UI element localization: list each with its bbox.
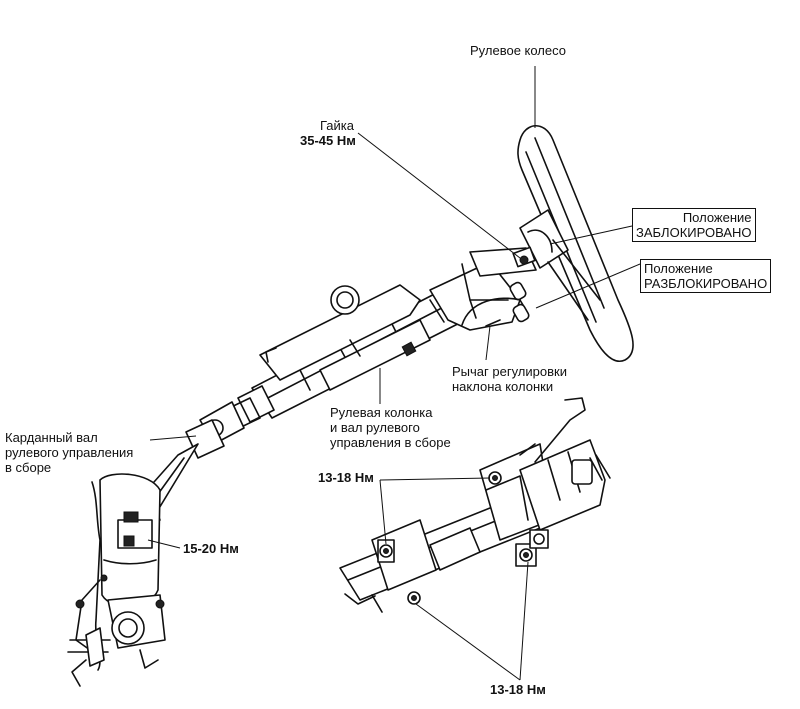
cardan-shaft-line1: Карданный вал: [5, 430, 98, 445]
tilt-lever-line1: Рычаг регулировки: [452, 364, 567, 379]
steering-gear-drawing: [67, 473, 166, 687]
steering-column-line2: и вал рулевого: [330, 420, 420, 435]
tilt-lever-line2: наклона колонки: [452, 379, 554, 394]
locked-position-box: Положение ЗАБЛОКИРОВАНО: [632, 208, 756, 242]
locked-position-line1: Положение: [682, 210, 752, 225]
nut-torque-label: 35-45 Нм: [300, 133, 356, 148]
steering-wheel-drawing: [517, 124, 634, 363]
unlocked-position-box: Положение РАЗБЛОКИРОВАНО: [640, 259, 772, 293]
steering-column-drawing: [224, 246, 537, 431]
leader-lines: [147, 66, 641, 681]
steering-column-line3: управления в сборе: [330, 435, 451, 450]
tilt-lever-label: Рычаг регулировки наклона колонки: [452, 364, 567, 394]
torque-joint-label: 15-20 Нм: [183, 541, 239, 556]
torque-bottom-label: 13-18 Нм: [490, 682, 546, 697]
unlocked-position-line2: РАЗБЛОКИРОВАНО: [644, 276, 768, 291]
cardan-shaft-line3: в сборе: [5, 460, 52, 475]
column-detail-drawing: [339, 397, 611, 613]
steering-column-line1: Рулевая колонка: [330, 405, 433, 420]
torque-top-label: 13-18 Нм: [318, 470, 374, 485]
unlocked-position-line1: Положение: [644, 261, 713, 276]
steering-wheel-label: Рулевое колесо: [470, 43, 567, 58]
nut-label: Гайка: [320, 118, 355, 133]
steering-column-label: Рулевая колонка и вал рулевого управлени…: [330, 405, 451, 450]
cardan-shaft-label: Карданный вал рулевого управления в сбор…: [5, 430, 133, 475]
locked-position-line2: ЗАБЛОКИРОВАНО: [636, 225, 752, 240]
cardan-shaft-line2: рулевого управления: [5, 445, 134, 460]
